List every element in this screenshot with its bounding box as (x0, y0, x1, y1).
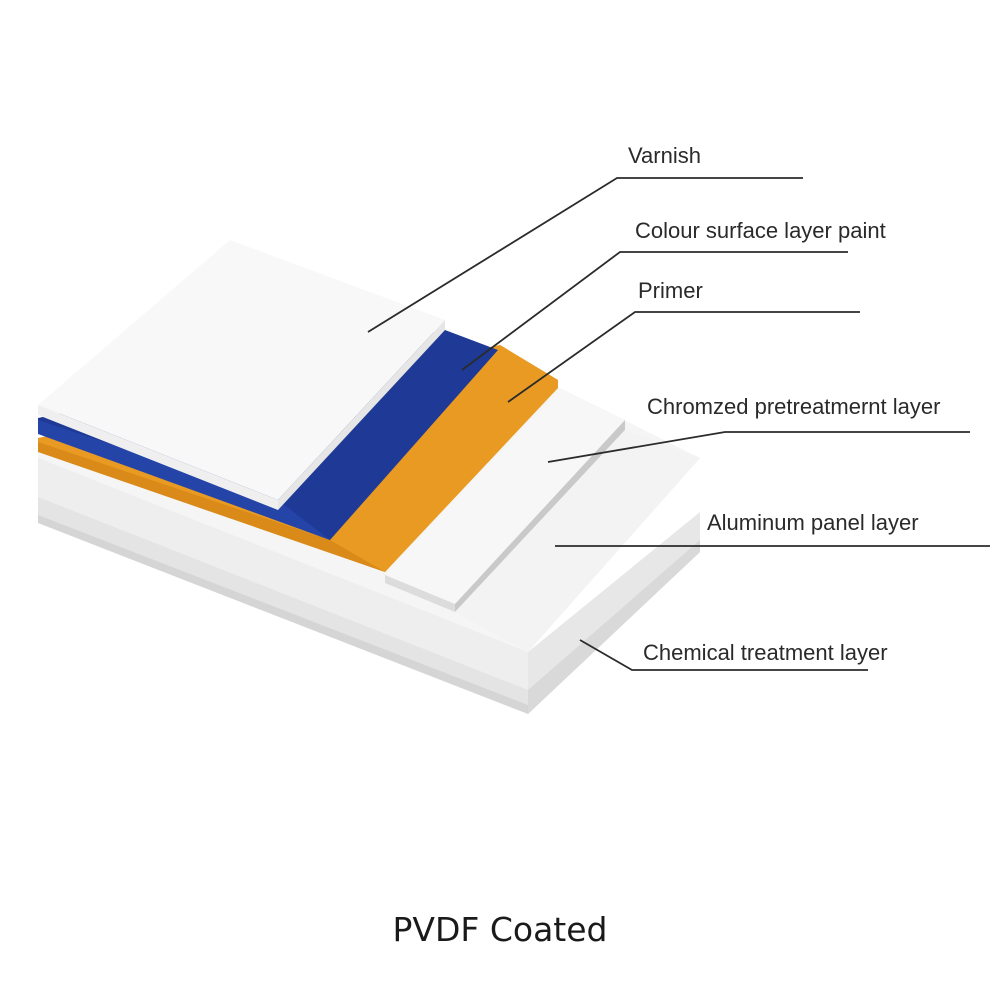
primer-label: Primer (638, 278, 703, 303)
chromized-label: Chromzed pretreatmernt layer (647, 394, 940, 419)
chemical-label: Chemical treatment layer (643, 640, 888, 665)
chromized-leader-line (547, 431, 970, 463)
colour-paint-leader-line (461, 251, 848, 371)
varnish-label: Varnish (628, 143, 701, 168)
varnish-layer (38, 240, 445, 510)
colour-paint-label: Colour surface layer paint (635, 218, 886, 243)
varnish-leader-line (367, 177, 803, 333)
diagram-caption: PVDF Coated (392, 910, 608, 949)
aluminum-panel-block (38, 455, 700, 714)
primer-leader-line (507, 311, 860, 403)
aluminum-label: Aluminum panel layer (707, 510, 919, 535)
chemical-leader-line (579, 639, 868, 671)
